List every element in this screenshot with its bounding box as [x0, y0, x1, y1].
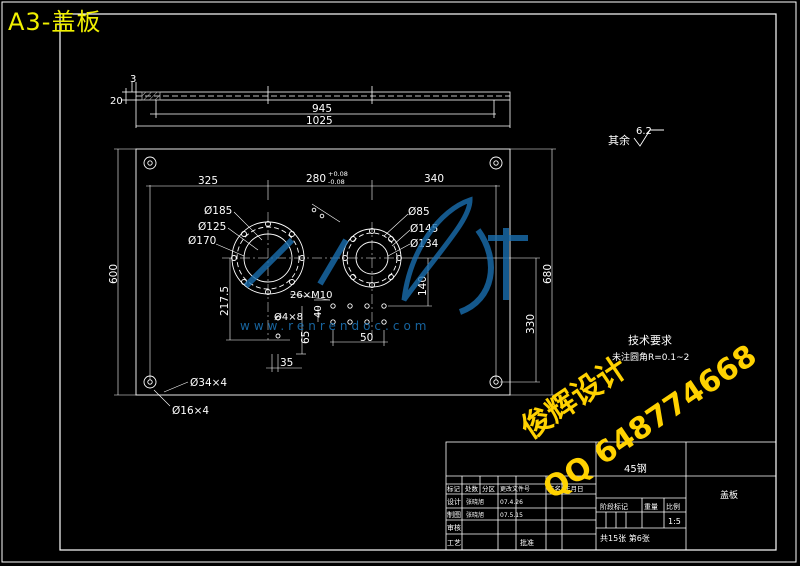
- label-phi170: Ø170: [188, 235, 216, 247]
- tb-hdr-3: 更改文件号: [500, 485, 530, 493]
- tb-draw-date: 07.5.15: [500, 512, 523, 519]
- part-name-text: 盖板: [720, 489, 738, 501]
- dim-65: 65: [300, 331, 312, 344]
- roughness-prefix: 其余: [608, 133, 630, 147]
- label-phi16: Ø16×4: [172, 405, 209, 417]
- tb-hdr-4: 签名: [548, 484, 561, 493]
- watermark-url: www.renrendoc.com: [240, 319, 430, 333]
- title-block: [445, 441, 777, 551]
- label-m10: 26×M10: [290, 290, 332, 301]
- dim-945: 945: [312, 103, 332, 115]
- label-phi4: Ø4×8: [274, 311, 303, 323]
- dim-217-5: 217.5: [219, 286, 231, 316]
- tb-design-label: 设计: [447, 497, 461, 506]
- tb-drawer: 张晓旭: [466, 511, 484, 519]
- dim-40: 40: [313, 305, 324, 318]
- inner-border: [59, 13, 777, 551]
- dim-340: 340: [424, 173, 444, 185]
- roughness-value: 6.2: [636, 126, 652, 137]
- roughness-symbol: [633, 129, 664, 147]
- dim-tol-hi: +0.08: [328, 170, 348, 178]
- dim-325: 325: [198, 175, 218, 187]
- dim-35: 35: [280, 357, 293, 369]
- dim-3: 3: [130, 74, 136, 85]
- dim-280: 280: [306, 173, 326, 185]
- tb-designer: 张晓旭: [466, 498, 484, 506]
- tb-hdr-2: 分区: [482, 484, 496, 493]
- dim-680: 680: [542, 264, 554, 284]
- tb-approve-label: 批准: [520, 538, 534, 547]
- dim-330: 330: [525, 314, 537, 334]
- tech-req-title: 技术要求: [628, 334, 672, 347]
- dim-600: 600: [108, 264, 120, 284]
- side-view: [122, 82, 511, 128]
- dim-50: 50: [360, 332, 373, 344]
- tb-hdr-1: 处数: [465, 484, 479, 493]
- tb-check-label: 审核: [447, 523, 461, 532]
- material-text: 45钢: [624, 462, 647, 475]
- tb-scale-hdr: 比例: [666, 502, 680, 511]
- dim-tol-lo: -0.08: [328, 178, 345, 186]
- front-dim-lines: [114, 148, 556, 407]
- watermark-qq: QQ 648774668: [537, 338, 763, 506]
- dim-20: 20: [110, 96, 123, 107]
- watermark-logo: [243, 196, 528, 315]
- front-view: [135, 148, 511, 396]
- tb-scale: 1:5: [668, 517, 681, 526]
- tb-weight-hdr: 重量: [644, 503, 658, 511]
- tb-hdr-5: 年月日: [564, 484, 584, 493]
- tb-process-label: 工艺: [447, 539, 461, 547]
- sheet-label: A3-盖板: [8, 8, 102, 36]
- label-phi85: Ø85: [408, 206, 430, 218]
- tb-hdr-0: 标记: [447, 484, 461, 493]
- label-phi125: Ø125: [198, 221, 226, 233]
- label-phi185: Ø185: [204, 205, 232, 217]
- tb-draw-label: 制图: [447, 510, 461, 519]
- tech-req-line1: 未注圆角R=0.1~2: [612, 351, 689, 363]
- tb-sheets: 共15张 第6张: [600, 533, 650, 543]
- tb-design-date: 07.4.26: [500, 499, 523, 506]
- dim-1025: 1025: [306, 115, 333, 127]
- tb-mark-hdr: 阶段标记: [600, 502, 628, 511]
- label-phi34: Ø34×4: [190, 377, 227, 389]
